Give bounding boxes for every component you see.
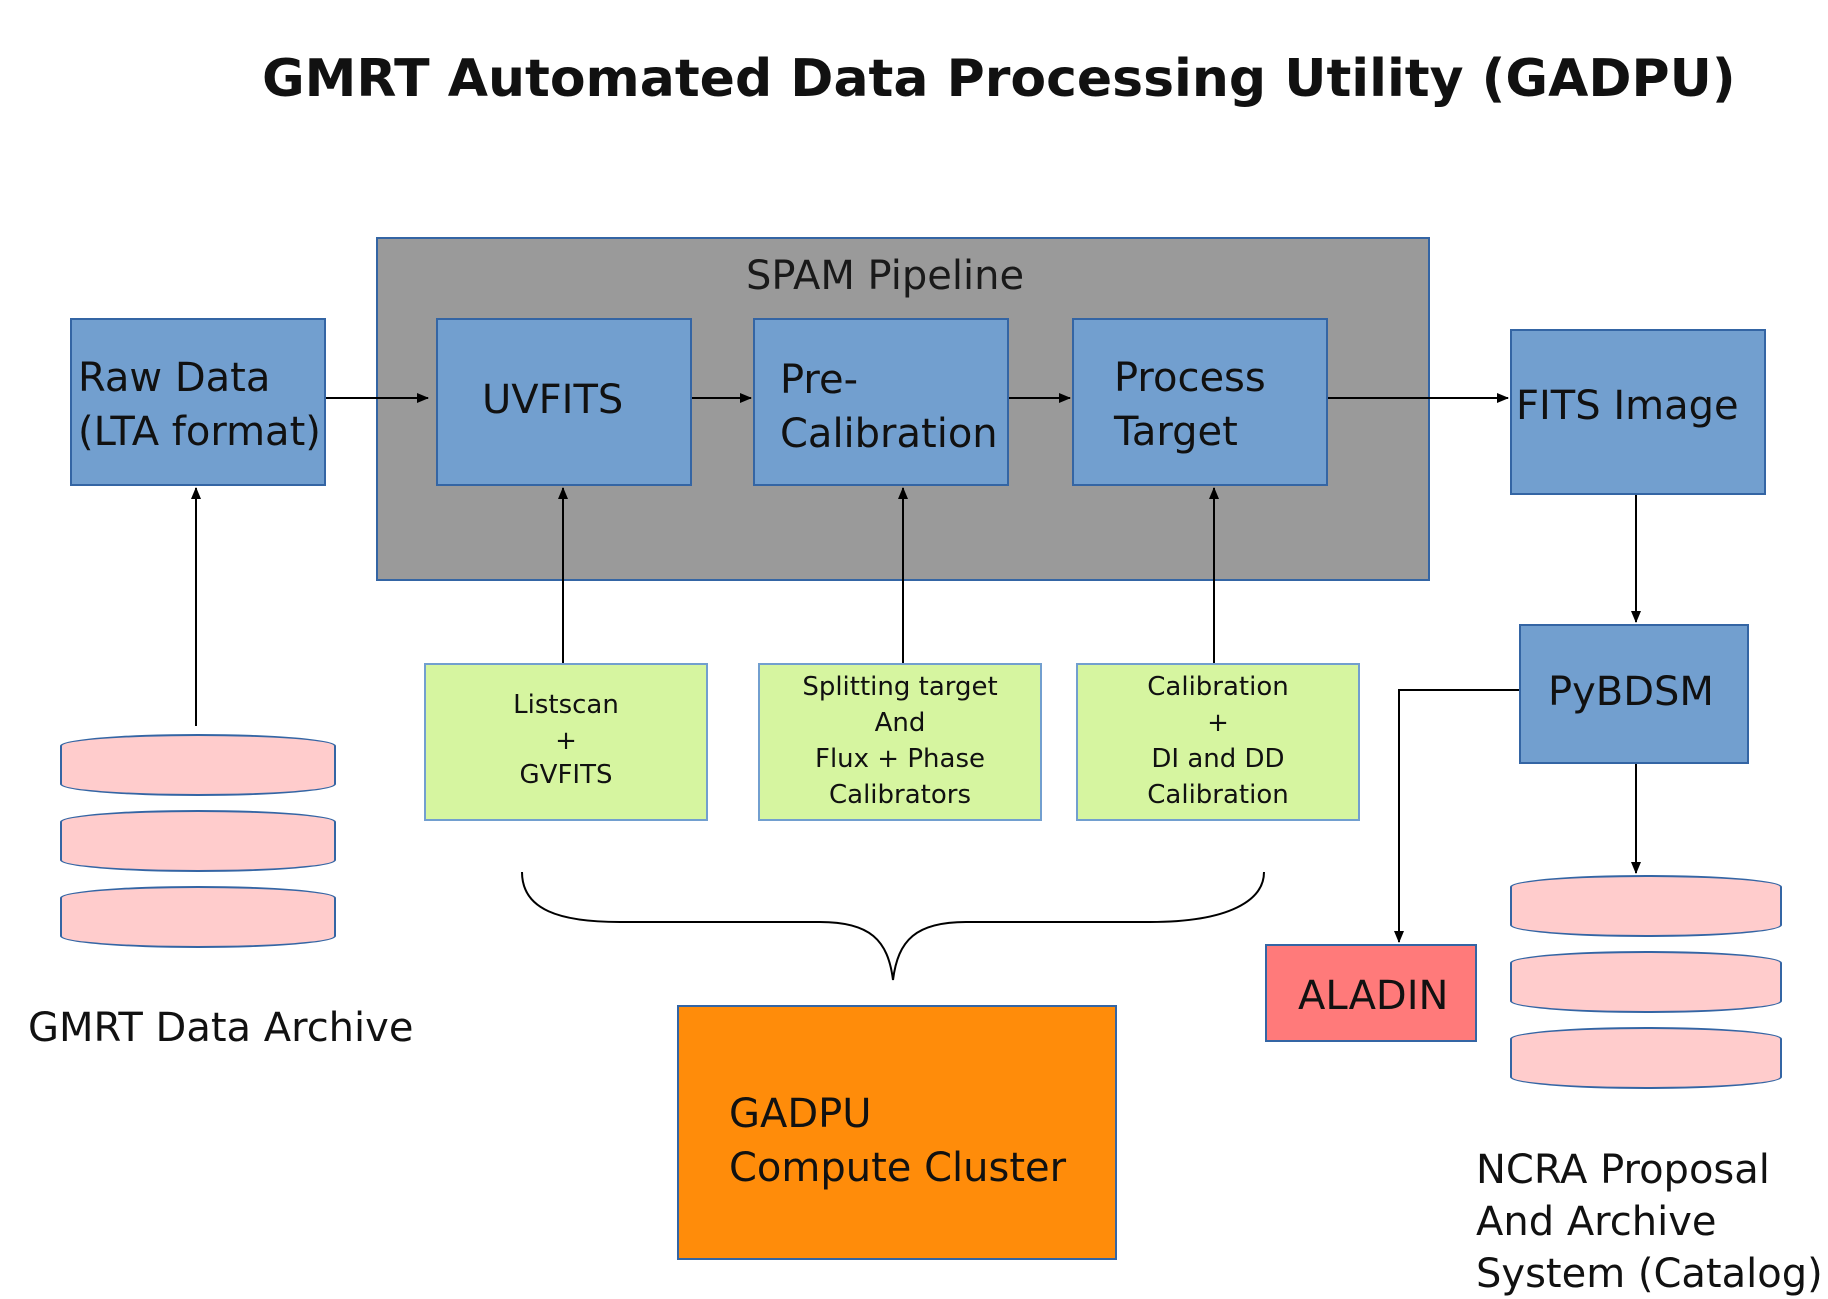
fits-image-label: FITS Image: [1516, 383, 1739, 429]
listscan-line2: +: [555, 726, 577, 756]
fits-image-box: [1510, 329, 1766, 495]
raw-data-box: [70, 318, 326, 486]
pybdsm-box: [1519, 624, 1749, 764]
gadpu-cluster-line1: GADPU: [729, 1091, 872, 1137]
ncra-archive-line2: And Archive: [1476, 1199, 1717, 1245]
splitting-line4: Calibrators: [829, 780, 971, 810]
uvfits-label: UVFITS: [482, 377, 624, 423]
pre-calibration-line2: Calibration: [780, 411, 998, 457]
calibration-line2: +: [1207, 708, 1229, 738]
uvfits-box: [436, 318, 692, 486]
process-target-line1: Process: [1114, 355, 1266, 401]
calibration-line4: Calibration: [1147, 780, 1289, 810]
calibration-box: [1076, 663, 1360, 821]
splitting-line2: And: [874, 708, 926, 738]
calibration-line3: DI and DD: [1151, 744, 1285, 774]
pre-calibration-box: [753, 318, 1009, 486]
aladin-box: [1265, 944, 1477, 1042]
splitting-line3: Flux + Phase: [815, 744, 985, 774]
process-target-line2: Target: [1114, 409, 1238, 455]
gmrt-archive-disk-1: [60, 734, 336, 796]
gmrt-archive-disk-2: [60, 810, 336, 872]
splitting-box: [758, 663, 1042, 821]
gadpu-cluster-line2: Compute Cluster: [729, 1145, 1067, 1191]
diagram-title: GMRT Automated Data Processing Utility (…: [262, 49, 1736, 109]
gmrt-archive-label: GMRT Data Archive: [28, 1005, 414, 1051]
ncra-archive-disk-1: [1510, 875, 1782, 937]
ncra-archive-line3: System (Catalog): [1476, 1251, 1823, 1297]
aladin-label: ALADIN: [1298, 973, 1449, 1019]
raw-data-line1: Raw Data: [78, 355, 271, 401]
ncra-archive-disk-2: [1510, 951, 1782, 1013]
gadpu-cluster-box: [677, 1005, 1117, 1260]
process-target-box: [1072, 318, 1328, 486]
spam-pipeline-label: SPAM Pipeline: [746, 253, 1025, 299]
ncra-archive-line1: NCRA Proposal: [1476, 1147, 1770, 1193]
pybdsm-label: PyBDSM: [1548, 669, 1714, 715]
listscan-gvfits-box: [424, 663, 708, 821]
gmrt-archive-disk-3: [60, 886, 336, 948]
listscan-line3: GVFITS: [519, 760, 613, 790]
ncra-archive-disk-3: [1510, 1027, 1782, 1089]
listscan-line1: Listscan: [513, 690, 619, 720]
arrow-pybdsm-to-aladin: [1394, 689, 1519, 943]
splitting-line1: Splitting target: [802, 672, 998, 702]
raw-data-line2: (LTA format): [78, 409, 321, 455]
curly-brace: [521, 871, 1265, 981]
pre-calibration-line1: Pre-: [780, 357, 859, 403]
calibration-line1: Calibration: [1147, 672, 1289, 702]
